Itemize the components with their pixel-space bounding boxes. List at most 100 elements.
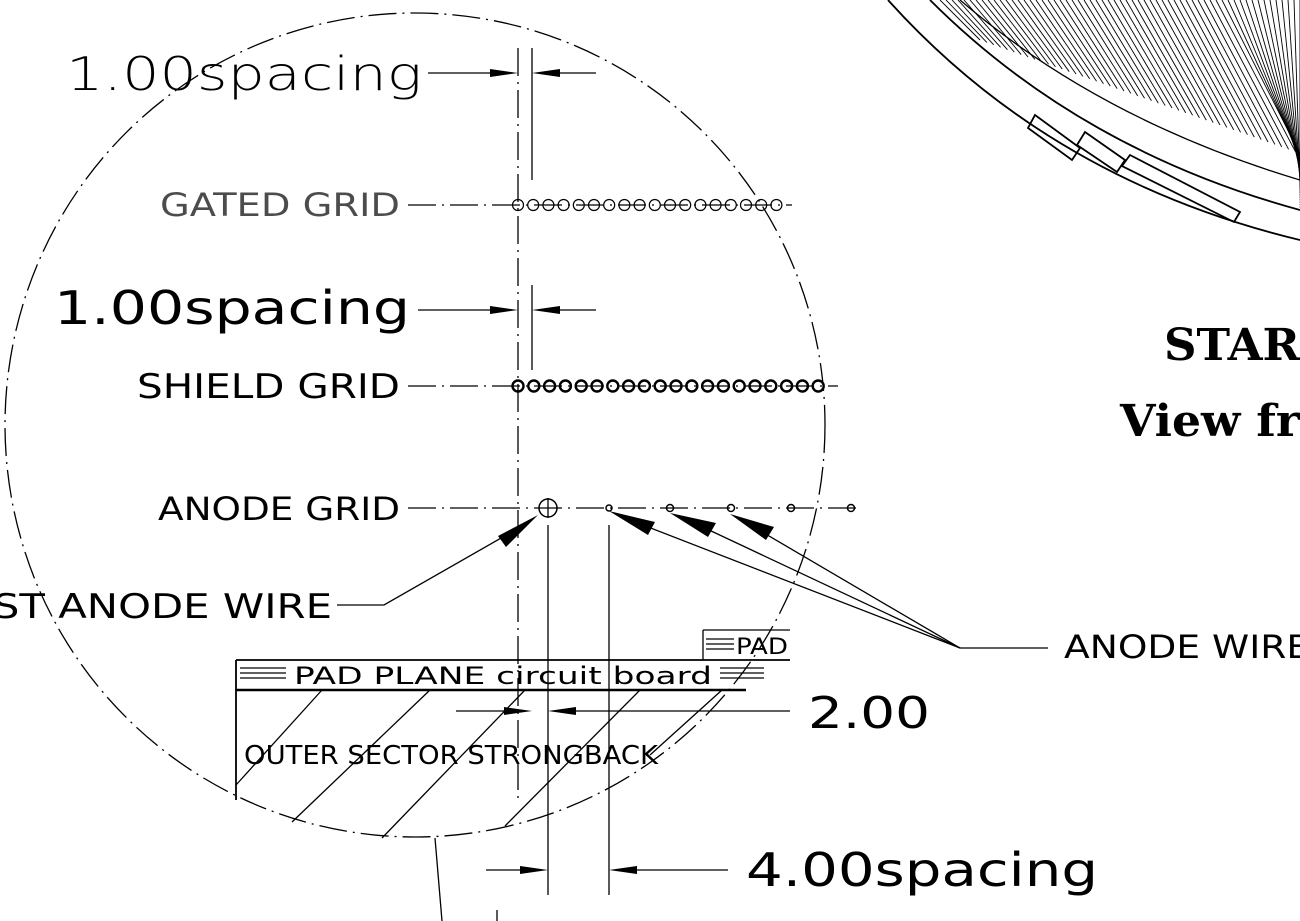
pad-label: PAD xyxy=(736,635,788,660)
shield-wire xyxy=(574,379,588,393)
sector-hatch-line xyxy=(1173,0,1248,135)
sector-hatch-line xyxy=(951,0,995,46)
dim-2-arrow-left xyxy=(504,707,532,715)
sector-hatch-line xyxy=(957,0,1001,48)
gated-wire xyxy=(663,198,677,212)
sector-hatch-line xyxy=(987,0,1036,60)
gated-wire xyxy=(542,198,555,212)
sector-hatch-line xyxy=(1095,0,1159,104)
sector-hatch-line xyxy=(1017,0,1070,72)
shield-wire xyxy=(621,379,636,393)
anode-wire xyxy=(665,503,675,513)
sector-hatch-line xyxy=(1137,0,1207,121)
spacing-label-top: 1.00spacing xyxy=(66,47,422,101)
sector-hatch-line xyxy=(1149,0,1221,126)
spacing-label-bottom: 4.00spacing xyxy=(746,843,1098,897)
sector-hatch-line xyxy=(1011,0,1063,70)
sector-hatch-line xyxy=(993,0,1043,63)
sector-hatch-line xyxy=(1275,0,1300,177)
sector-hatch-line xyxy=(1203,0,1283,148)
sector-hatch-line xyxy=(1179,0,1255,138)
sector-hatch-line xyxy=(1269,0,1300,174)
gated-wire xyxy=(633,198,646,212)
gated-wire xyxy=(679,198,692,212)
gated-wire xyxy=(527,198,540,212)
anode-grid-wires xyxy=(538,498,856,518)
shield-wire xyxy=(590,379,604,393)
gated-wire xyxy=(572,198,585,212)
gated-wire xyxy=(755,198,768,212)
shield-wire xyxy=(606,379,620,393)
anode-wire xyxy=(846,503,856,513)
pad-plane-board xyxy=(235,659,790,800)
shield-wire xyxy=(716,379,731,393)
shield-wire xyxy=(700,379,715,393)
anode-wires-leaders xyxy=(609,511,1048,649)
shield-wire xyxy=(511,379,525,393)
gated-wire xyxy=(618,198,631,212)
sector-hatch-line xyxy=(1029,0,1084,77)
dim-mid-arrow-left xyxy=(490,306,518,314)
shield-wire xyxy=(748,379,762,393)
shield-wire xyxy=(653,379,667,393)
sector-hatch-line xyxy=(1263,0,1300,172)
gated-wire xyxy=(739,198,753,212)
shield-wire xyxy=(779,379,794,393)
sector-hatch-line xyxy=(1059,0,1118,89)
sector-hatch-line xyxy=(1143,0,1214,123)
sector-hatch-line xyxy=(939,0,981,41)
sector-hatch-line xyxy=(975,0,1022,55)
sector-hatch-line xyxy=(963,0,1008,51)
sector-hatch-line xyxy=(1293,0,1300,184)
shield-wire xyxy=(811,379,825,393)
gated-wire xyxy=(770,198,783,212)
sector-hatch-line xyxy=(1251,0,1300,167)
shield-wire xyxy=(637,379,652,393)
sector-hatch-line xyxy=(1131,0,1200,118)
sector-hatch-line xyxy=(1101,0,1166,106)
dim-2-label: 2.00 xyxy=(808,688,930,739)
dim-bottom-arrow-right xyxy=(609,866,637,874)
sector-hatch-line xyxy=(1089,0,1152,101)
detail-leader-line xyxy=(434,837,443,921)
sector-hatch-line xyxy=(1161,0,1235,131)
last-anode-wire-arrow xyxy=(498,515,538,547)
shield-wire xyxy=(669,379,683,393)
sector-hatch-line xyxy=(1119,0,1187,114)
title-line-2: View fr xyxy=(1119,396,1300,447)
dim-top-arrow-right xyxy=(532,69,560,77)
sector-hatch-line xyxy=(1107,0,1173,109)
gated-grid-wires xyxy=(511,198,783,212)
gated-wire xyxy=(694,198,707,212)
anode-wire xyxy=(726,503,736,513)
gated-wire xyxy=(603,198,616,212)
dim-mid-arrow-right xyxy=(532,306,560,314)
sector-hatch-line xyxy=(945,0,988,43)
shield-wire xyxy=(558,379,573,393)
sector-hatch-line xyxy=(1083,0,1145,99)
dim-2-arrow-right xyxy=(548,707,576,715)
sector-hatch-line xyxy=(1209,0,1289,150)
gated-wire xyxy=(557,198,570,212)
gated-wire xyxy=(709,198,722,212)
shield-wire xyxy=(542,379,557,393)
shield-wire xyxy=(685,379,699,393)
detail-circle xyxy=(4,12,826,838)
dim-top-arrow-left xyxy=(490,69,518,77)
sector-hatch-line xyxy=(1077,0,1139,97)
sector-hatch-line xyxy=(1155,0,1228,128)
sector-hatch-line xyxy=(999,0,1049,65)
sector-hatch-line xyxy=(1167,0,1241,133)
last-anode-wire-label: LAST ANODE WIRE xyxy=(0,587,332,627)
strongback-hatch xyxy=(235,689,723,839)
sector-hatch-line xyxy=(1035,0,1091,80)
shield-wire xyxy=(795,379,810,393)
sector-hatch-line xyxy=(1281,0,1300,179)
shield-wire xyxy=(764,379,778,393)
title-line-1: STAR xyxy=(1164,320,1300,371)
gated-wire xyxy=(724,198,737,212)
sector-outline-graphic xyxy=(887,0,1300,241)
sector-hatch-line xyxy=(1113,0,1180,111)
sector-hatch-line xyxy=(1041,0,1097,82)
anode-wire xyxy=(786,503,796,513)
